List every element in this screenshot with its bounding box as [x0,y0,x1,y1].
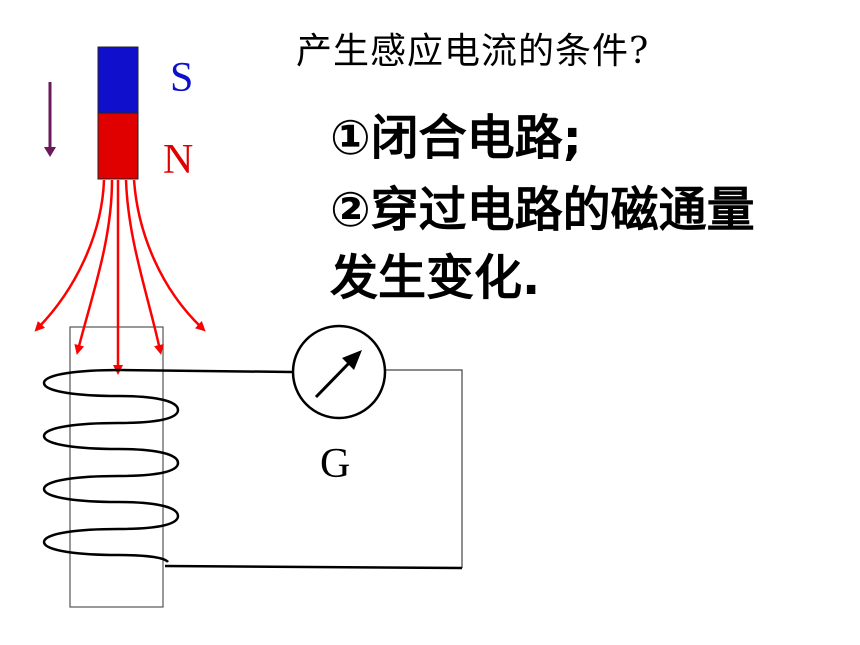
coil-core [69,326,164,608]
north-pole-label: N [163,137,194,183]
south-pole-label: S [170,55,194,101]
galvanometer [291,324,387,420]
condition-closed-circuit: ①闭合电路; [330,110,582,166]
magnet-south-pole [97,46,139,114]
field-lines [34,179,206,375]
condition-flux-change-line2: 发生变化. [330,250,541,306]
question-title: 产生感应电流的条件? [296,31,650,72]
coil [42,368,180,563]
circuit-wires [119,368,463,570]
magnet-north-pole [97,112,139,180]
galvanometer-needle [314,358,354,399]
galvanometer-label: G [320,441,351,487]
condition-flux-change-line1: ②穿过电路的磁通量 [330,182,755,238]
galvanometer-needle-head [342,350,362,370]
